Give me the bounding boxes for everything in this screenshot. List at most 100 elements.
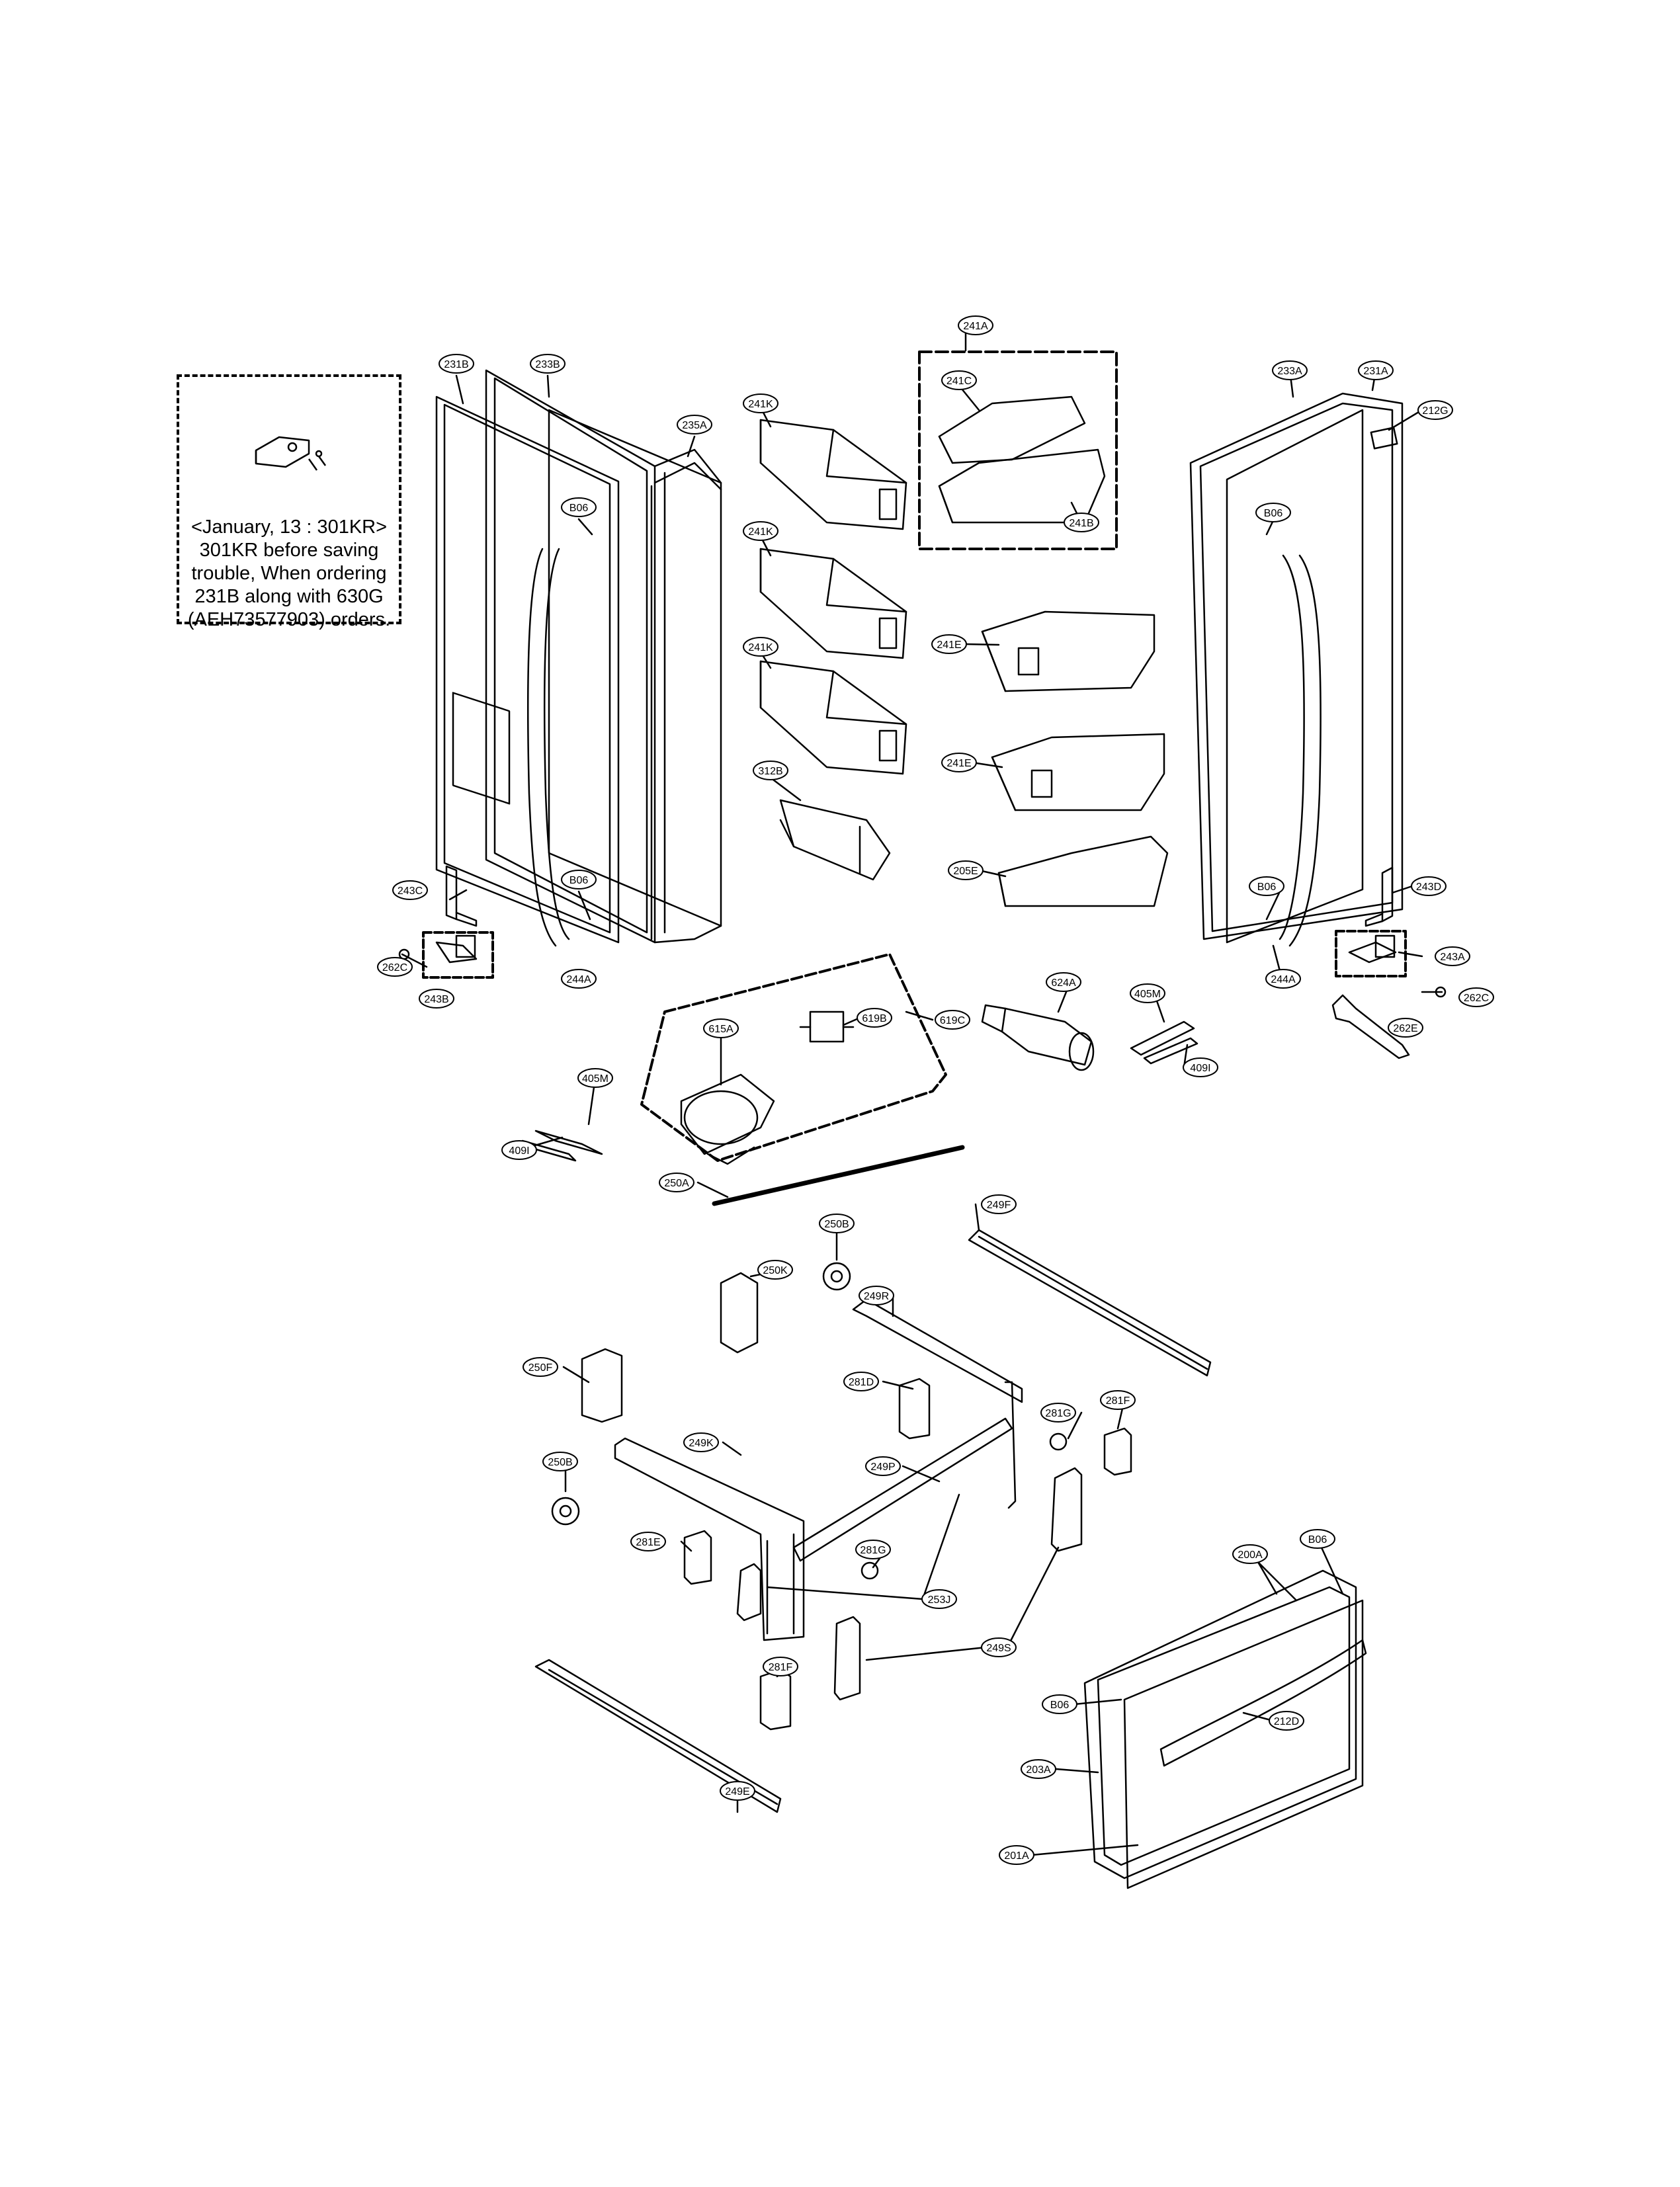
part-label-312b: 312B [753, 761, 788, 780]
part-label-243c: 243C [392, 880, 428, 900]
part-label-249f: 249F [981, 1194, 1017, 1214]
part-label-text: B06 [1308, 1534, 1327, 1546]
part-label-262e: 262E [1388, 1018, 1423, 1038]
part-label-text: 243B [424, 994, 448, 1005]
part-label-244a: 244A [1265, 969, 1301, 989]
cover-281e [683, 1530, 712, 1585]
part-label-text: 262C [382, 962, 407, 973]
part-630g-drawing [255, 436, 327, 471]
part-label-233a: 233A [1272, 360, 1308, 380]
part-label-249e: 249E [720, 1781, 755, 1801]
part-label-text: 281D [849, 1377, 874, 1388]
gear-250b-top [822, 1262, 851, 1291]
part-label-409i: 409I [501, 1140, 537, 1160]
bracket-249s [833, 1467, 1083, 1701]
part-label-text: 262C [1464, 993, 1489, 1004]
part-label-241e: 241E [941, 753, 977, 772]
door-bin-241k-2 [759, 548, 907, 659]
part-label-text: 312B [758, 766, 782, 777]
part-label-text: 281E [636, 1537, 660, 1548]
part-label-243b: 243B [419, 989, 454, 1009]
part-label-text: 231A [1363, 366, 1388, 377]
ordering-note: <January, 13 : 301KR> 301KR before savin… [177, 516, 401, 632]
part-label-281g: 281G [855, 1540, 891, 1559]
part-label-262c: 262C [1458, 987, 1494, 1007]
valve-619b [799, 1011, 855, 1043]
cover-250k [720, 1272, 759, 1354]
part-label-text: B06 [569, 503, 589, 514]
part-label-249r: 249R [859, 1286, 894, 1305]
note-line-2: 301KR before saving [199, 540, 379, 561]
gear-250b-bottom [551, 1497, 580, 1526]
part-label-243d: 243D [1411, 876, 1447, 896]
cover-250f [581, 1348, 623, 1423]
door-bin-241k-1 [759, 419, 907, 530]
part-label-619b: 619B [857, 1008, 892, 1028]
part-label-249k: 249K [683, 1432, 719, 1452]
part-label-250b: 250B [542, 1452, 578, 1471]
part-label-text: B06 [1050, 1700, 1070, 1711]
part-label-409i: 409I [1183, 1057, 1218, 1077]
part-label-200a: 200A [1232, 1544, 1268, 1564]
part-label-text: 405M [1134, 989, 1161, 1000]
part-label-text: 619B [862, 1013, 886, 1024]
part-label-text: 200A [1238, 1549, 1263, 1561]
part-label-text: 241C [946, 376, 972, 387]
part-label-text: 241K [748, 642, 773, 653]
wrench-262e [1331, 994, 1410, 1059]
part-label-text: B06 [1264, 508, 1283, 519]
part-label-text: 253J [928, 1594, 951, 1606]
dairy-bin-241b [938, 448, 1106, 524]
part-label-b06: B06 [561, 870, 597, 889]
part-label-text: 205E [953, 866, 978, 877]
part-label-text: 615A [708, 1024, 734, 1035]
part-label-281f: 281F [1100, 1390, 1136, 1410]
part-label-text: 244A [1271, 974, 1296, 985]
part-label-text: 249R [864, 1291, 889, 1302]
left-door [435, 369, 722, 944]
part-label-text: 281F [1106, 1395, 1130, 1407]
part-label-262c: 262C [377, 957, 413, 977]
part-label-241c: 241C [941, 370, 977, 390]
hinge-243a [1348, 934, 1397, 964]
part-label-250b: 250B [819, 1214, 855, 1233]
part-label-text: 624A [1051, 977, 1076, 989]
hinge-bracket-243d [1365, 866, 1394, 927]
part-label-241e: 241E [931, 634, 967, 654]
part-label-241b: 241B [1064, 513, 1099, 532]
part-label-text: 249E [725, 1786, 749, 1797]
ordering-note-box [177, 374, 401, 624]
note-line-5: (AEH73577903) orders. [187, 609, 391, 630]
valve-615a [680, 1073, 775, 1165]
part-label-243a: 243A [1435, 946, 1470, 966]
part-label-241k: 241K [743, 393, 778, 413]
hinge-243b [435, 934, 478, 964]
right-door-handle [1279, 554, 1322, 947]
part-label-text: 250B [548, 1457, 572, 1468]
part-label-text: 281G [1045, 1408, 1071, 1419]
cover-281f-top [1103, 1427, 1132, 1476]
part-label-b06: B06 [1042, 1694, 1077, 1714]
part-label-281d: 281D [843, 1372, 879, 1391]
part-label-250a: 250A [659, 1173, 694, 1192]
rail-249r [852, 1298, 1023, 1509]
part-label-text: 241E [946, 758, 971, 769]
gasket-250a [712, 1145, 965, 1206]
part-label-249s: 249S [981, 1637, 1017, 1657]
part-label-241a: 241A [958, 315, 993, 335]
part-label-text: 241B [1069, 518, 1093, 529]
part-label-text: 241E [937, 640, 961, 651]
part-label-text: 244A [566, 974, 591, 985]
part-label-b06: B06 [561, 497, 597, 517]
bracket-312b [779, 799, 891, 881]
part-label-244a: 244A [561, 969, 597, 989]
part-label-281f: 281F [763, 1657, 798, 1676]
part-label-b06: B06 [1300, 1529, 1335, 1549]
note-line-1: <January, 13 : 301KR> [190, 516, 388, 538]
part-label-text: 212D [1274, 1716, 1299, 1727]
part-label-203a: 203A [1021, 1759, 1056, 1779]
part-label-253j: 253J [921, 1589, 957, 1609]
part-label-250k: 250K [757, 1260, 793, 1280]
part-label-212d: 212D [1269, 1711, 1304, 1731]
